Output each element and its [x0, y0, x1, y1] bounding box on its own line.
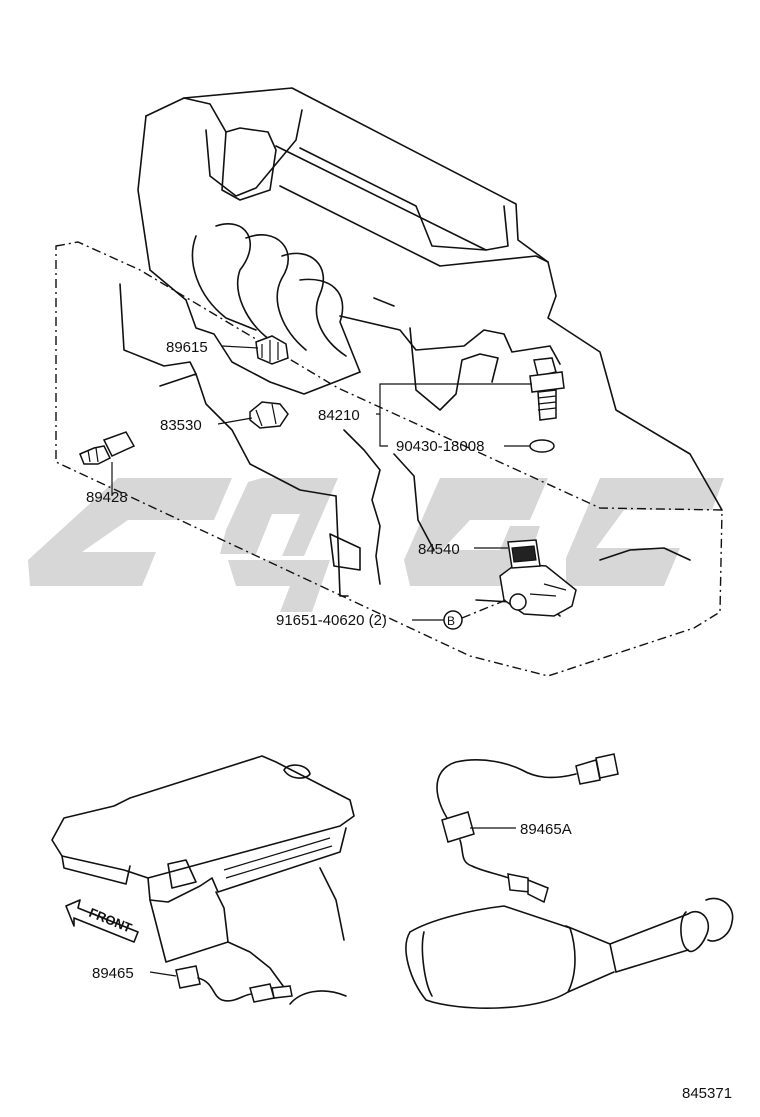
part-83530-switch[interactable] [249, 401, 289, 429]
part-84210-sensor[interactable] [529, 357, 565, 421]
front-label: FRONT [87, 905, 134, 936]
callout-84210: 84210 [318, 407, 360, 424]
part-84540-neutral-switch[interactable] [499, 539, 577, 617]
bolt-marker[interactable]: B [443, 610, 463, 630]
bolt-marker-letter: B [447, 614, 455, 628]
diagram-number: 845371 [682, 1085, 732, 1102]
part-89465A-oxygen-sensor[interactable] [436, 753, 619, 904]
leader-89465 [149, 971, 177, 977]
part-89428-temp-sensor[interactable] [79, 431, 136, 465]
callout-89465A: 89465A [520, 821, 572, 838]
leader-lines-upper [111, 345, 532, 621]
exhaust-pipe-drawing [405, 897, 734, 1009]
part-89465-oxygen-sensor[interactable] [175, 965, 293, 1003]
callout-83530: 83530 [160, 417, 202, 434]
engine-block-drawing [55, 87, 723, 677]
callout-84540: 84540 [418, 541, 460, 558]
front-direction-arrow: FRONT [65, 899, 139, 943]
part-90430-gasket[interactable] [529, 439, 555, 453]
callout-89465: 89465 [92, 965, 134, 982]
engine-cover-drawing [51, 755, 355, 1005]
callout-90430-18008: 90430-18008 [396, 438, 484, 455]
part-89615-sensor[interactable] [255, 335, 289, 365]
callout-89428: 89428 [86, 489, 128, 506]
callout-91651-40620: 91651-40620 (2) [276, 612, 387, 629]
callout-89615: 89615 [166, 339, 208, 356]
